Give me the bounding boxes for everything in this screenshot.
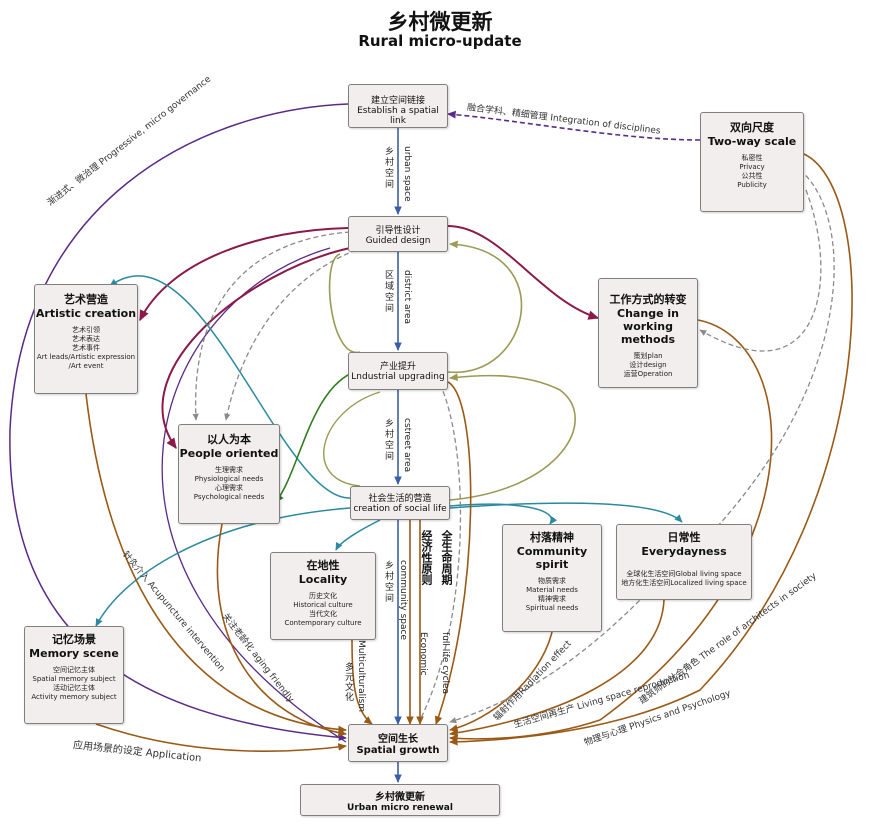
node-micro-renewal-zh: 乡村微更新: [375, 792, 425, 803]
item: 精神需求: [538, 595, 566, 603]
node-locality: 在地性 Locality 历史文化 Historical culture 当代文…: [270, 552, 376, 640]
node-community-items: 物质需求 Material needs 精神需求 Spiritual needs: [503, 577, 601, 613]
diagram-title-zh: 乡村微更新: [387, 10, 493, 34]
node-working-en2: working methods: [621, 320, 675, 346]
node-memory-scene: 记忆场景 Memory scene 空间记忆主体 Spatial memory …: [24, 626, 124, 724]
node-two-way-scale: 双向尺度 Two-way scale 私密性 Privacy 公共性 Publi…: [700, 112, 804, 212]
item: /Art event: [68, 362, 104, 370]
item: 物质需求: [538, 577, 566, 585]
node-people-en: People oriented: [179, 447, 279, 460]
item: 全球化生活空间Global living space: [626, 570, 742, 578]
node-everydayness: 日常性 Everydayness 全球化生活空间Global living sp…: [616, 524, 752, 600]
item: Activity memory subject: [31, 693, 117, 701]
item: Privacy: [739, 163, 765, 171]
item: Historical culture: [293, 601, 353, 609]
label-urban-space-zh: 乡村空间: [383, 146, 393, 190]
node-artistic-zh: 艺术营造: [64, 293, 108, 306]
label-economic-en: Economic: [418, 632, 428, 676]
node-spatial-growth: 空间生长 Spatial growth: [348, 724, 448, 762]
node-community-spirit: 村落精神 Community spirit 物质需求 Material need…: [502, 524, 602, 632]
label-district-en: district area: [402, 270, 412, 325]
node-everyday-items: 全球化生活空间Global living space 地方化生活空间Locali…: [617, 570, 751, 588]
item: Spatial memory subject: [32, 675, 116, 683]
node-guided-design: 引导性设计 Guided design: [348, 216, 448, 252]
node-micro-renewal-en: Urban micro renewal: [347, 803, 453, 813]
node-spatial-growth-en: Spatial growth: [356, 745, 440, 756]
node-artistic-creation: 艺术营造 Artistic creation 艺术引领 艺术表达 艺术事件 Ar…: [34, 284, 138, 394]
node-people-zh: 以人为本: [207, 433, 251, 446]
node-industrial-zh: 产业提升: [379, 362, 416, 372]
node-working-methods: 工作方式的转变 Change in working methods 策划plan…: [598, 278, 698, 388]
item: 艺术表达: [72, 335, 100, 343]
label-multicultural-en: Multiculturalism: [356, 640, 366, 713]
item: 地方化生活空间Localized living space: [621, 579, 747, 587]
item: Publicity: [737, 181, 767, 189]
node-spatial-link-en: Establish a spatial link: [357, 106, 439, 126]
node-everyday-en: Everydayness: [641, 545, 727, 558]
node-locality-zh: 在地性: [306, 559, 340, 572]
item: 策划plan: [633, 352, 663, 360]
item: Art leads/Artistic expression: [36, 353, 136, 361]
label-street-zh: 乡村空间: [383, 418, 393, 462]
node-locality-items: 历史文化 Historical culture 当代文化 Contemporar…: [271, 592, 375, 628]
item: 历史文化: [309, 592, 337, 600]
node-memory-en: Memory scene: [29, 647, 119, 660]
label-economic-zh: 经济性原则: [420, 530, 433, 585]
item: Physiological needs: [194, 475, 264, 483]
node-industrial-en: Lndustrial upgrading: [351, 372, 445, 382]
item: 私密性: [741, 154, 763, 162]
node-memory-items: 空间记忆主体 Spatial memory subject 活动记忆主体 Act…: [25, 666, 123, 702]
node-social-life-en: creation of social life: [353, 504, 447, 514]
item: Material needs: [526, 586, 578, 594]
item: 活动记忆主体: [53, 684, 95, 692]
node-social-life: 社会生活的营造 creation of social life: [350, 486, 450, 520]
item: Psychological needs: [193, 493, 265, 501]
item: 运营Operation: [623, 370, 673, 378]
node-artistic-en: Artistic creation: [35, 307, 137, 320]
label-community-zh: 乡村空间: [383, 560, 393, 604]
label-street-en: cstreet area: [402, 418, 412, 473]
diagram-title-en: Rural micro-update: [358, 32, 522, 50]
item: 心理需求: [215, 484, 243, 492]
label-community-en: community space: [398, 560, 408, 641]
node-spatial-link-zh: 建立空间链接: [370, 96, 425, 106]
node-industrial-upgrading: 产业提升 Lndustrial upgrading: [348, 352, 448, 390]
node-working-en1: Change in: [617, 307, 679, 320]
node-everyday-zh: 日常性: [667, 531, 701, 544]
node-working-items: 策划plan 设计design 运营Operation: [599, 352, 697, 379]
item: 艺术事件: [72, 344, 100, 352]
node-spatial-growth-zh: 空间生长: [378, 734, 418, 745]
item: Spiritual needs: [525, 604, 579, 612]
item: 公共性: [741, 172, 763, 180]
item: 设计design: [629, 361, 667, 369]
node-two-way-items: 私密性 Privacy 公共性 Publicity: [701, 154, 803, 190]
node-social-life-zh: 社会生活的营造: [368, 494, 432, 504]
node-locality-en: Locality: [298, 573, 348, 586]
node-two-way-zh: 双向尺度: [730, 121, 774, 134]
item: 艺术引领: [72, 326, 100, 334]
item: 空间记忆主体: [53, 666, 95, 674]
node-guided-design-zh: 引导性设计: [375, 226, 421, 236]
label-lifecycle-zh: 全生命周期: [440, 530, 453, 585]
item: 当代文化: [309, 610, 337, 618]
label-urban-space-en: urban space: [402, 146, 412, 202]
node-micro-renewal: 乡村微更新 Urban micro renewal: [300, 784, 500, 816]
node-people-oriented: 以人为本 People oriented 生理需求 Physiological …: [178, 424, 280, 524]
item: Contemporary culture: [284, 619, 362, 627]
node-working-zh: 工作方式的转变: [609, 293, 687, 306]
label-lifecycle-en: full life cyclea: [440, 632, 450, 695]
node-memory-zh: 记忆场景: [52, 633, 96, 646]
label-district-zh: 区域空间: [383, 270, 393, 314]
label-multicultural-zh: 多元文化: [343, 662, 353, 702]
node-guided-design-en: Guided design: [365, 236, 431, 246]
node-community-en: Community spirit: [516, 545, 588, 571]
node-community-zh: 村落精神: [530, 531, 574, 544]
node-spatial-link: 建立空间链接 Establish a spatial link: [348, 84, 448, 128]
item: 生理需求: [215, 466, 243, 474]
node-two-way-en: Two-way scale: [707, 135, 797, 148]
node-people-items: 生理需求 Physiological needs 心理需求 Psychologi…: [179, 466, 279, 502]
node-artistic-items: 艺术引领 艺术表达 艺术事件 Art leads/Artistic expres…: [35, 326, 137, 371]
